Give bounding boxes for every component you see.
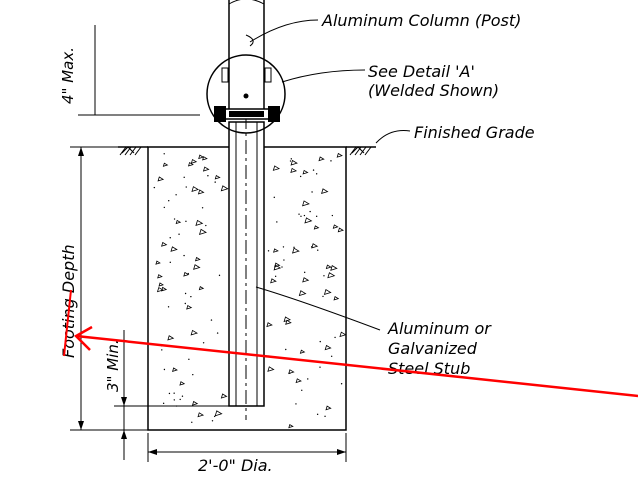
grade-label: Finished Grade <box>414 123 535 142</box>
grade-hatch-right <box>349 146 372 156</box>
column-label: Aluminum Column (Post) <box>321 11 521 30</box>
grade-leader <box>375 130 411 144</box>
bolt-head-right <box>264 67 272 83</box>
steel-stub <box>228 115 265 420</box>
stub-label-line2: Galvanized <box>388 339 478 358</box>
detail-leader <box>281 69 366 83</box>
finished-grade-line <box>118 146 376 156</box>
stub-label-line1: Aluminum or <box>387 319 492 338</box>
weld <box>229 111 264 117</box>
red-annotation-arrow <box>63 289 638 398</box>
leader-lines <box>249 19 411 331</box>
red-arrow-head <box>73 325 93 351</box>
bolt-head-left <box>221 67 229 83</box>
detail-label-line2: (Welded Shown) <box>368 81 499 100</box>
anchor-bolt-right <box>268 106 280 122</box>
min-dimension-label: 3" Min. <box>104 339 122 392</box>
detail-a-circle <box>206 54 286 134</box>
anchor-bolt-left <box>214 106 226 122</box>
detail-label-line1: See Detail 'A' <box>368 62 475 81</box>
stub-label-line3: Steel Stub <box>388 359 470 378</box>
stub-leader <box>255 286 381 331</box>
dimension-lines <box>70 25 347 462</box>
column-leader <box>249 19 319 43</box>
stub-outer <box>228 121 265 407</box>
grade-hatch-left <box>119 146 142 156</box>
column-break-line <box>228 0 265 5</box>
aluminum-column <box>228 0 265 110</box>
diameter-label: 2'-0" Dia. <box>198 456 273 475</box>
red-arrow-shaft <box>75 334 638 398</box>
red-marker-line <box>63 289 72 357</box>
max-dimension-label: 4" Max. <box>59 47 77 104</box>
detail-circle-outline <box>206 54 286 134</box>
footing-depth-label: Footing Depth <box>59 244 78 358</box>
